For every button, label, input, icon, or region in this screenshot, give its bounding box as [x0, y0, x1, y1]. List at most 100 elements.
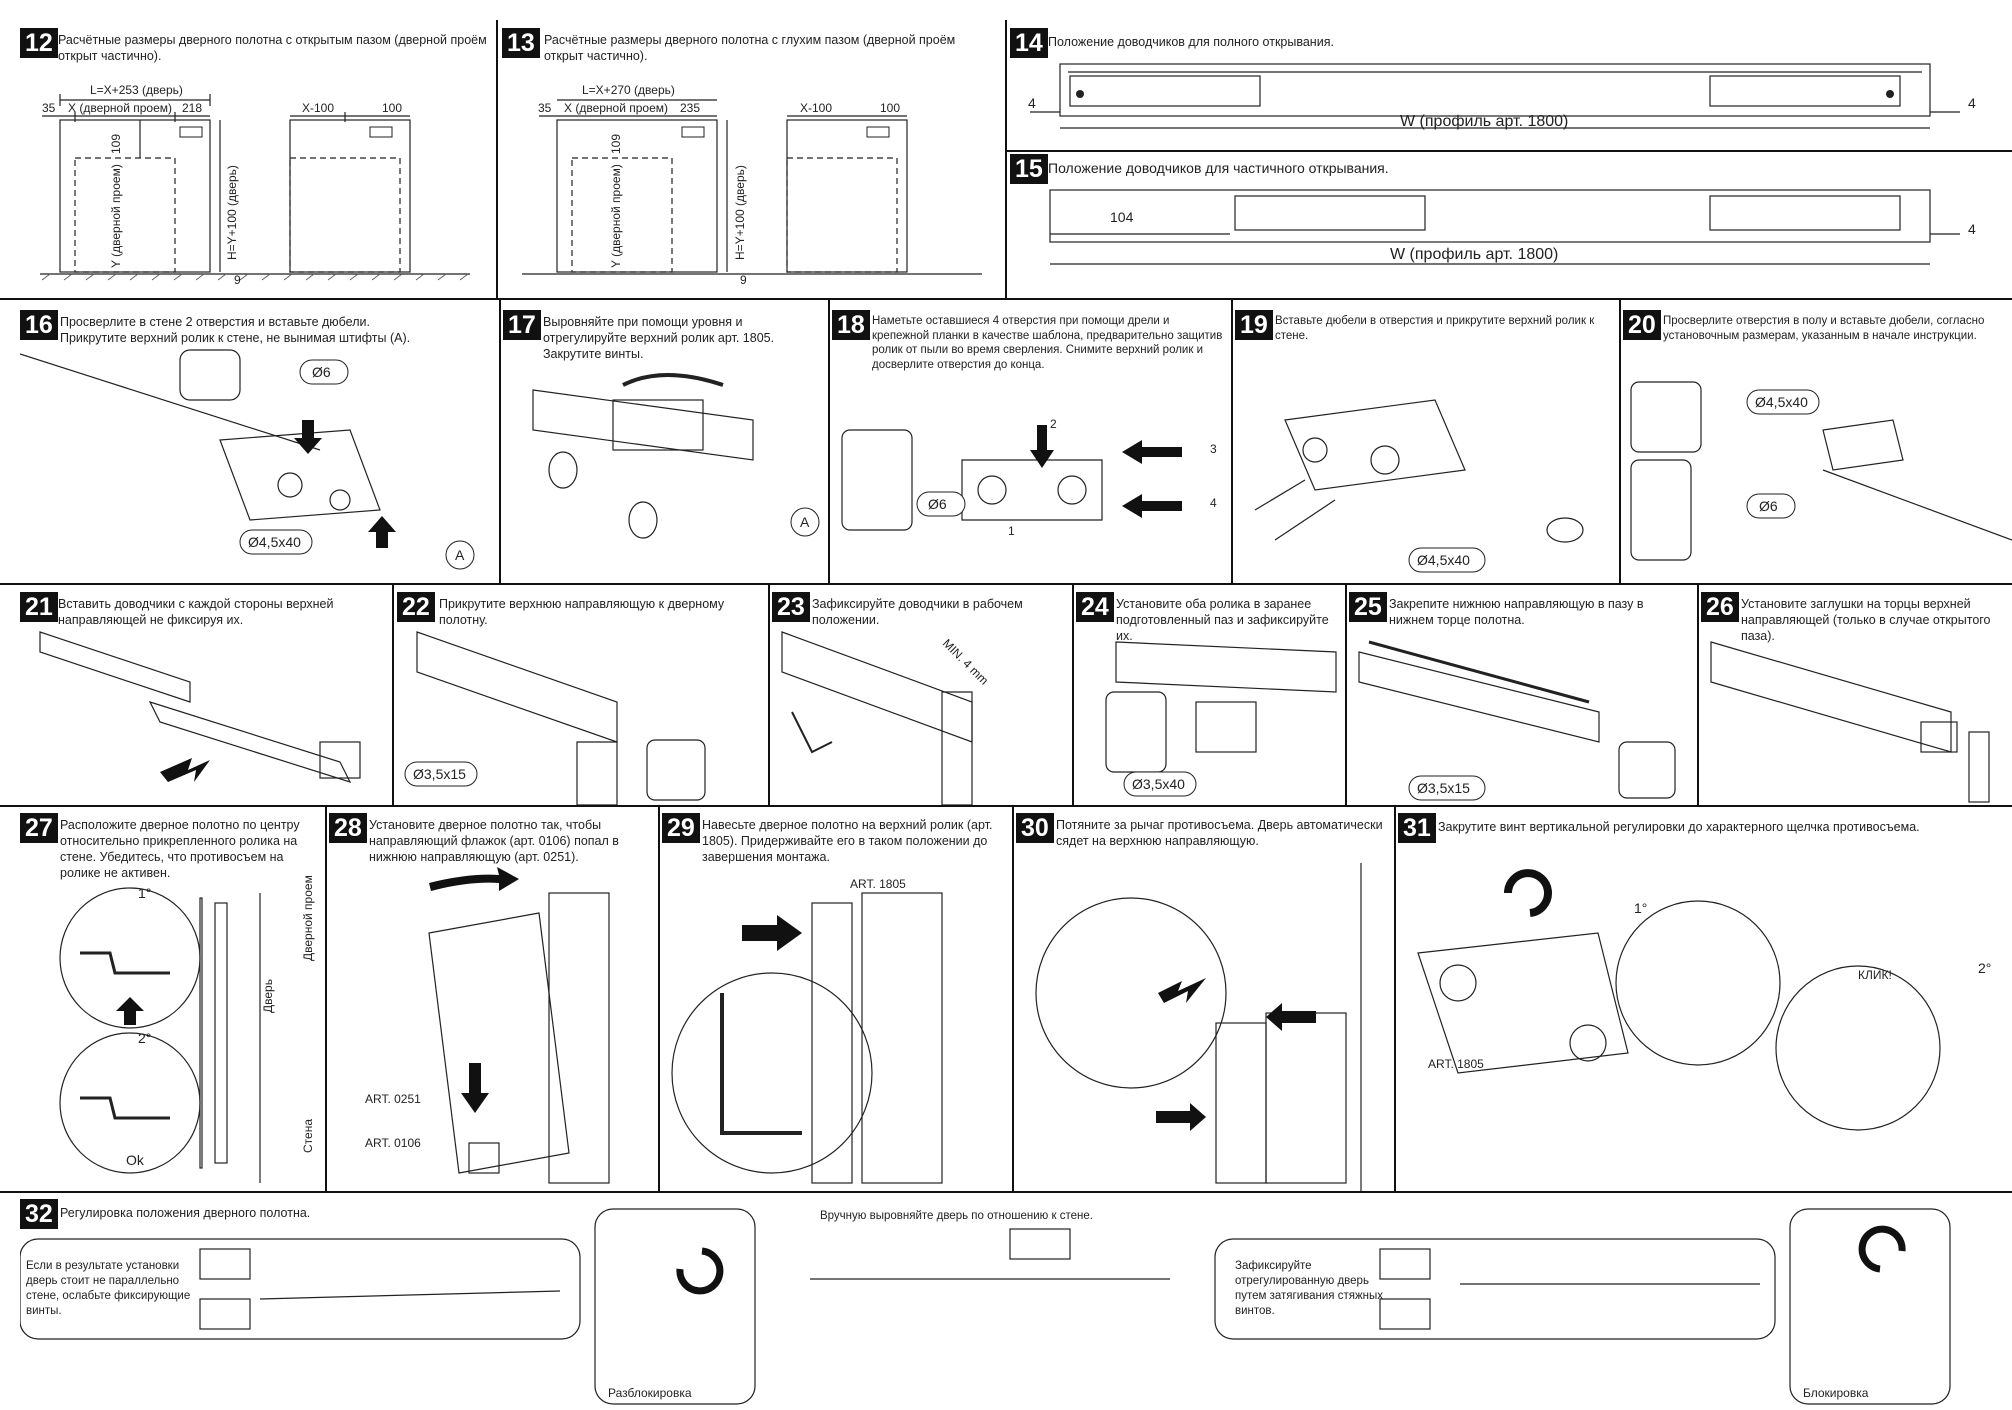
- callout-number: 2°: [138, 1030, 151, 1046]
- step-number: 18: [832, 310, 870, 340]
- profile-width-label: W (профиль арт. 1800): [1400, 113, 1568, 130]
- align-door-note: Вручную выровняйте дверь по отношению к …: [820, 1210, 1093, 1222]
- step-28: 28 Установите дверное полотно так, чтобы…: [329, 813, 658, 1191]
- divider: [658, 807, 660, 1191]
- divider: [1619, 300, 1621, 583]
- step-number: 25: [1349, 592, 1387, 622]
- step-number: 19: [1235, 310, 1273, 340]
- step-description: Просверлите в стене 2 отверстия и вставь…: [60, 315, 411, 345]
- divider: [1231, 300, 1233, 583]
- arrow-right-icon: [742, 915, 802, 951]
- step-number: 26: [1701, 592, 1739, 622]
- step-16: 16 Просверлите в стене 2 отверстия и вст…: [20, 310, 498, 583]
- floor-drilling-diagram: Ø4,5x40 Ø6: [1630, 381, 2012, 561]
- step-31: 31 Закрутите винт вертикальной регулиров…: [1398, 813, 2012, 1191]
- hole-number: 2: [1050, 417, 1057, 431]
- divider: [0, 583, 2012, 585]
- dim-label: Y (дверной проем): [109, 164, 123, 268]
- ok-label: Ok: [126, 1152, 145, 1168]
- dim-label: 109: [109, 134, 123, 154]
- top-rail-screw-diagram: Ø3,5x15: [404, 631, 706, 805]
- arrow-up-icon: [116, 997, 144, 1025]
- vertical-adjust-diagram: 1° 2° КЛИК! ART. 1805: [1417, 869, 1991, 1131]
- divider: [1005, 150, 2012, 152]
- dim-label: X (дверной проем): [68, 101, 172, 115]
- divider: [1012, 807, 1014, 1191]
- roller-mount-diagram: Ø4,5x40: [1254, 399, 1584, 573]
- unlock-label: Разблокировка: [608, 1386, 692, 1400]
- min-gap-label: MIN. 4 mm: [940, 636, 991, 687]
- step-29: 29 Навесьте дверное полотно на верхний р…: [662, 813, 1012, 1191]
- dim-label: X-100: [800, 101, 832, 115]
- dim-label: 4: [1968, 95, 1976, 111]
- step-description: Просверлите отверстия в полу и вставьте …: [1663, 315, 1985, 342]
- step-21: 21 Вставить доводчики с каждой стороны в…: [20, 592, 392, 805]
- divider: [0, 298, 2012, 300]
- dim-length-label: L=X+270 (дверь): [582, 83, 675, 97]
- step-22: 22 Прикрутите верхнюю направляющую к две…: [397, 592, 768, 805]
- wall-drilling-diagram: Ø6 Ø4,5x40 A: [20, 349, 475, 570]
- step-number: 17: [503, 310, 541, 340]
- divider: [1394, 807, 1396, 1191]
- dim-label: 4: [1028, 95, 1036, 111]
- arrow-right-icon: [1156, 1103, 1206, 1131]
- arrow-left-icon: [1266, 1003, 1316, 1031]
- step-13: 13 Расчётные размеры дверного полотна с …: [502, 28, 1002, 298]
- divider: [1005, 20, 1007, 298]
- step-description: Закрутите винт вертикальной регулировки …: [1438, 820, 1920, 834]
- step-description: Расположите дверное полотно по центру от…: [60, 818, 300, 880]
- roller-groove-diagram: Ø3,5x40: [1105, 641, 1337, 797]
- level-adjust-diagram: A: [532, 373, 820, 539]
- drill-diameter-label: Ø6: [312, 364, 331, 380]
- step-20: 20 Просверлите отверстия в полу и вставь…: [1623, 310, 2012, 583]
- part-label: ART. 1805: [1428, 1057, 1484, 1071]
- dim-label: 109: [609, 134, 623, 154]
- opening-label: Дверной проем: [301, 875, 315, 961]
- door-dimensions-closed-groove-diagram: L=X+270 (дверь) 35 X (дверной проем) 235…: [522, 83, 982, 287]
- closer-fix-diagram: MIN. 4 mm: [781, 631, 991, 805]
- step-23: 23 Зафиксируйте доводчики в рабочем поло…: [772, 592, 1072, 805]
- callout-number: 2°: [1978, 960, 1991, 976]
- divider: [392, 585, 394, 805]
- step-19: 19 Вставьте дюбели в отверстия и прикрут…: [1235, 310, 1619, 583]
- step-32: 32 Регулировка положения дверного полотн…: [20, 1199, 2012, 1410]
- door-center-diagram: 1° 2° Ok Дверной проем Дверь Стена: [59, 875, 315, 1183]
- step-14: 14 Положение доводчиков для полного откр…: [1010, 28, 2010, 150]
- step-27: 27 Расположите дверное полотно по центру…: [20, 813, 325, 1191]
- arrow-up-icon: [368, 516, 396, 548]
- door-position-adjust-diagram: Разблокировка Блокировка: [20, 1208, 1951, 1405]
- lock-label: Блокировка: [1803, 1386, 1869, 1400]
- step-description: Прикрутите верхнюю направляющую к дверно…: [439, 597, 725, 627]
- dim-length-label: L=X+253 (дверь): [90, 83, 183, 97]
- drill-diameter-label: Ø6: [1759, 498, 1778, 514]
- step-description: Зафиксируйте доводчики в рабочем положен…: [812, 597, 1023, 627]
- divider: [0, 805, 2012, 807]
- step-number: 16: [20, 310, 58, 340]
- step-number: 13: [502, 28, 540, 58]
- full-opening-closer-diagram: 4 4 W (профиль арт. 1800): [1028, 63, 1976, 130]
- bottom-rail-diagram: Ø3,5x15: [1358, 640, 1676, 801]
- step-number: 31: [1398, 813, 1436, 843]
- step-number: 23: [772, 592, 810, 622]
- dim-label: H=Y+100 (дверь): [733, 165, 747, 260]
- arrow-down-icon: [1030, 425, 1054, 468]
- step-number: 20: [1623, 310, 1661, 340]
- screw-size-label: Ø4,5x40: [1755, 394, 1808, 410]
- screw-size-label: Ø4,5x40: [248, 534, 301, 550]
- drill-diameter-label: Ø6: [928, 496, 947, 512]
- step-description: Положение доводчиков для частичного откр…: [1048, 160, 1389, 176]
- step-number: 24: [1076, 592, 1114, 622]
- divider: [499, 300, 501, 583]
- divider: [828, 300, 830, 583]
- step-12: 12 Расчётные размеры дверного полотна с …: [20, 28, 496, 298]
- dim-label: X-100: [302, 101, 334, 115]
- callout-number: 1°: [138, 885, 151, 901]
- step-25: 25 Закрепите нижнюю направляющую в пазу …: [1349, 592, 1697, 805]
- arrow-left-icon: [1158, 978, 1206, 1003]
- callout-number: 1°: [1634, 900, 1647, 916]
- step-18: 18 Наметьте оставшиеся 4 отверстия при п…: [832, 310, 1231, 583]
- step-description: Выровняйте при помощи уровня и отрегулир…: [543, 315, 775, 361]
- step-number: 12: [20, 28, 58, 58]
- pin-label: A: [800, 514, 810, 530]
- step-number: 29: [662, 813, 700, 843]
